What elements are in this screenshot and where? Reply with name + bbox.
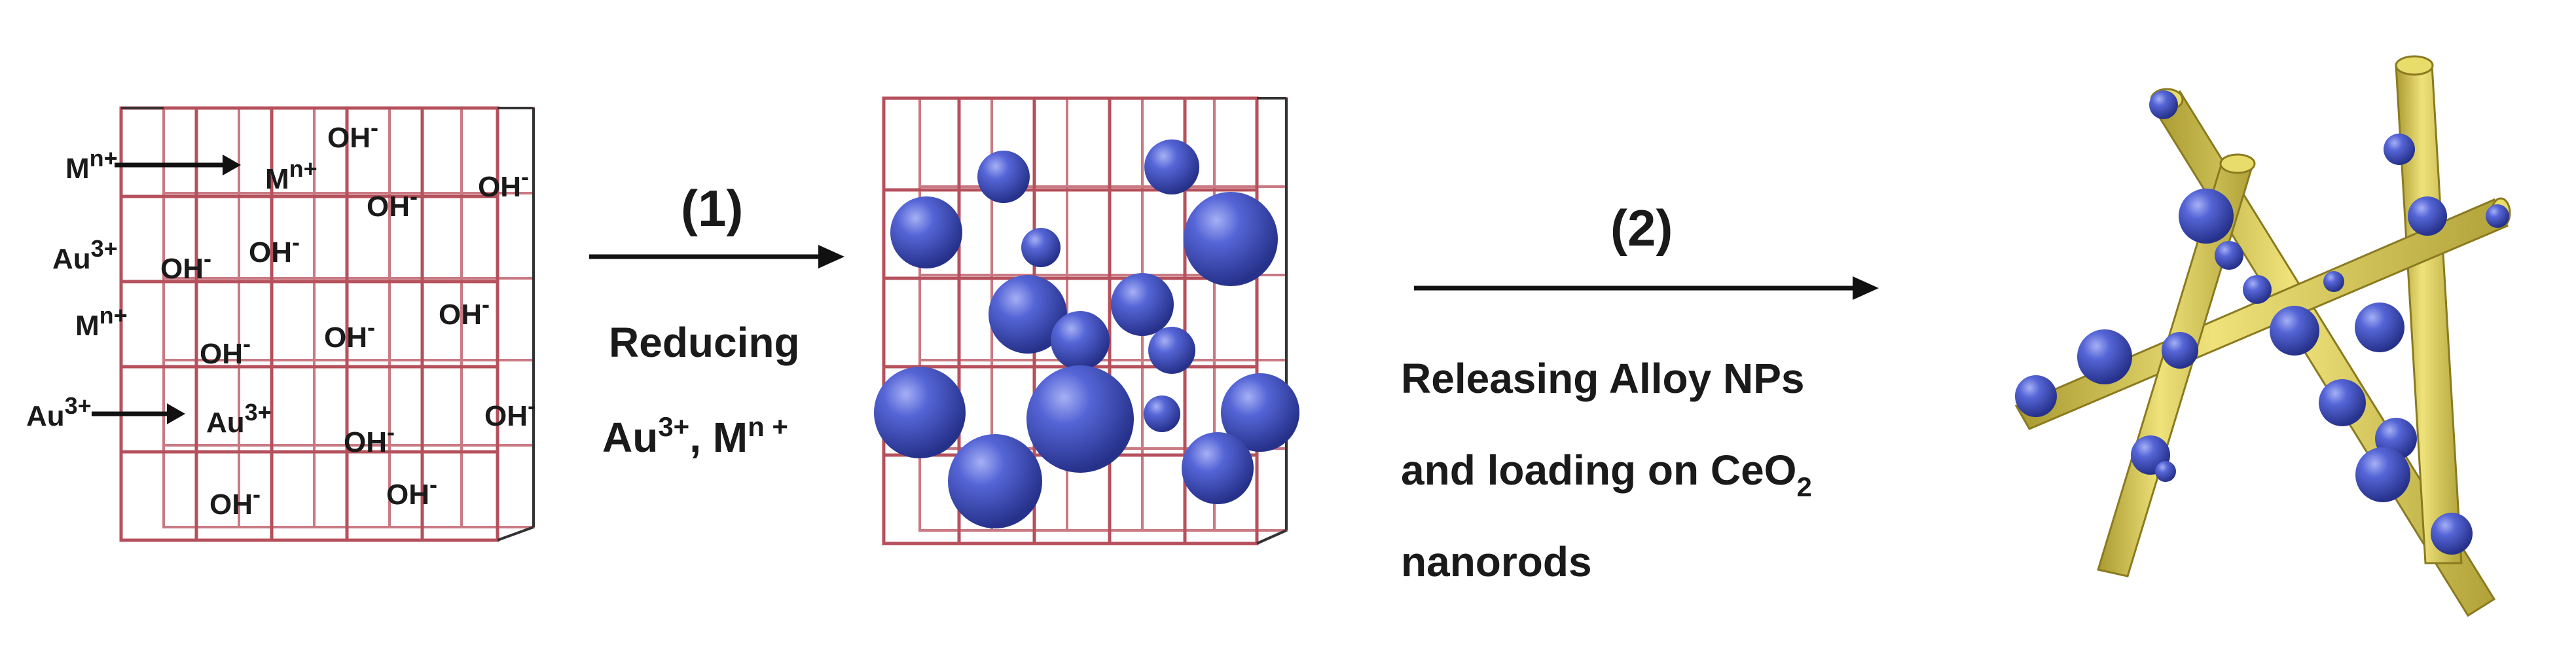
nanoparticle <box>2319 379 2366 426</box>
nanoparticle <box>2243 275 2272 304</box>
nanoparticle <box>2384 134 2415 165</box>
ion-hydroxide-label: OH- <box>439 291 490 331</box>
ion-hydroxide-label: OH- <box>324 314 375 354</box>
nanoparticle <box>2015 375 2057 417</box>
nanoparticle <box>1026 365 1134 473</box>
lattice-depth-edges <box>121 107 535 542</box>
ceo2-nanorods-panel <box>2014 55 2511 617</box>
nanoparticle <box>874 367 966 458</box>
ion-labels: Mn+ Mn+ Mn+ Au3+ Au3+ Au3+ OH- OH- OH- O… <box>26 114 535 521</box>
step-1-reduction: (1) Reducing Au3+, Mn + <box>589 179 844 461</box>
lattice-front-face <box>119 106 499 542</box>
nanoparticle <box>1144 395 1180 432</box>
nanoparticle <box>1021 228 1061 267</box>
ion-hydroxide-label: OH- <box>386 471 437 511</box>
nanoparticle <box>2323 271 2344 292</box>
nanoparticle <box>2355 303 2404 352</box>
ion-hydroxide-label: OH- <box>209 481 261 521</box>
alloy-nanoparticles <box>874 139 1299 528</box>
nanoparticle <box>2149 90 2178 119</box>
ion-hydroxide-label: OH- <box>327 114 378 154</box>
nanoparticle <box>1144 139 1199 194</box>
step-1-number: (1) <box>681 179 743 237</box>
step-2-number: (2) <box>1610 199 1673 257</box>
nanoparticle <box>1111 273 1174 336</box>
step-1-description-line-2: Au3+, Mn + <box>602 411 788 461</box>
ion-hydroxide-label: OH- <box>344 418 395 458</box>
step-2-description-line-1: Releasing Alloy NPs <box>1401 355 1805 402</box>
nanoparticle <box>989 275 1067 354</box>
nanoparticle <box>2431 513 2473 555</box>
alloy-nanoparticles-on-rods <box>2015 90 2509 555</box>
nanoparticle <box>1182 432 1254 504</box>
nanoparticle <box>977 151 1030 203</box>
nanoparticle <box>2155 461 2176 482</box>
ion-metal-label: Mn+ <box>265 155 317 195</box>
ion-gold-label: Au3+ <box>26 392 92 432</box>
ion-gold-label: Au3+ <box>52 235 118 275</box>
metal-ion-inflow-arrow <box>115 155 241 175</box>
nanoparticle <box>2270 306 2319 356</box>
nanoparticle <box>1221 373 1299 452</box>
step-1-arrow <box>589 245 844 268</box>
ion-hydroxide-label: OH- <box>478 163 529 203</box>
nanoparticle <box>2162 332 2198 369</box>
precursor-lattice-panel: Mn+ Mn+ Mn+ Au3+ Au3+ Au3+ OH- OH- OH- O… <box>26 106 535 542</box>
ion-metal-label: Mn+ <box>65 145 118 185</box>
ceo2-nanorod <box>2395 55 2463 564</box>
ion-hydroxide-label: OH- <box>367 183 418 223</box>
ceo2-nanorod <box>2097 153 2256 578</box>
step-2-description-line-2: and loading on CeO2 <box>1401 447 1812 502</box>
nanoparticle-lattice-panel <box>874 96 1299 545</box>
ion-gold-label: Au3+ <box>206 399 272 439</box>
nanoparticle <box>2355 447 2410 502</box>
ion-hydroxide-label: OH- <box>160 245 211 285</box>
nanoparticle <box>2215 241 2243 270</box>
nanoparticle <box>1148 327 1195 374</box>
nanoparticle <box>890 196 962 268</box>
ion-metal-label: Mn+ <box>75 302 128 342</box>
lattice-depth-edges <box>1256 97 1288 545</box>
nanoparticle <box>2486 204 2509 228</box>
nanoparticle <box>2408 196 2447 236</box>
step-2-arrow <box>1414 276 1879 300</box>
step-2-description-line-3: nanorods <box>1401 538 1592 585</box>
ion-hydroxide-label: OH- <box>484 392 535 432</box>
nanoparticle <box>1051 311 1110 370</box>
step-1-description-line-1: Reducing <box>609 319 800 366</box>
nanoparticle <box>2179 189 2234 244</box>
step-2-release-and-loading: (2) Releasing Alloy NPs and loading on C… <box>1401 199 1879 585</box>
ion-hydroxide-label: OH- <box>200 330 251 370</box>
nanoparticle <box>1184 192 1278 286</box>
nanoparticle <box>2077 329 2132 384</box>
ion-hydroxide-label: OH- <box>249 229 300 268</box>
nanoparticle <box>948 434 1042 528</box>
gold-ion-inflow-arrow <box>92 403 185 424</box>
